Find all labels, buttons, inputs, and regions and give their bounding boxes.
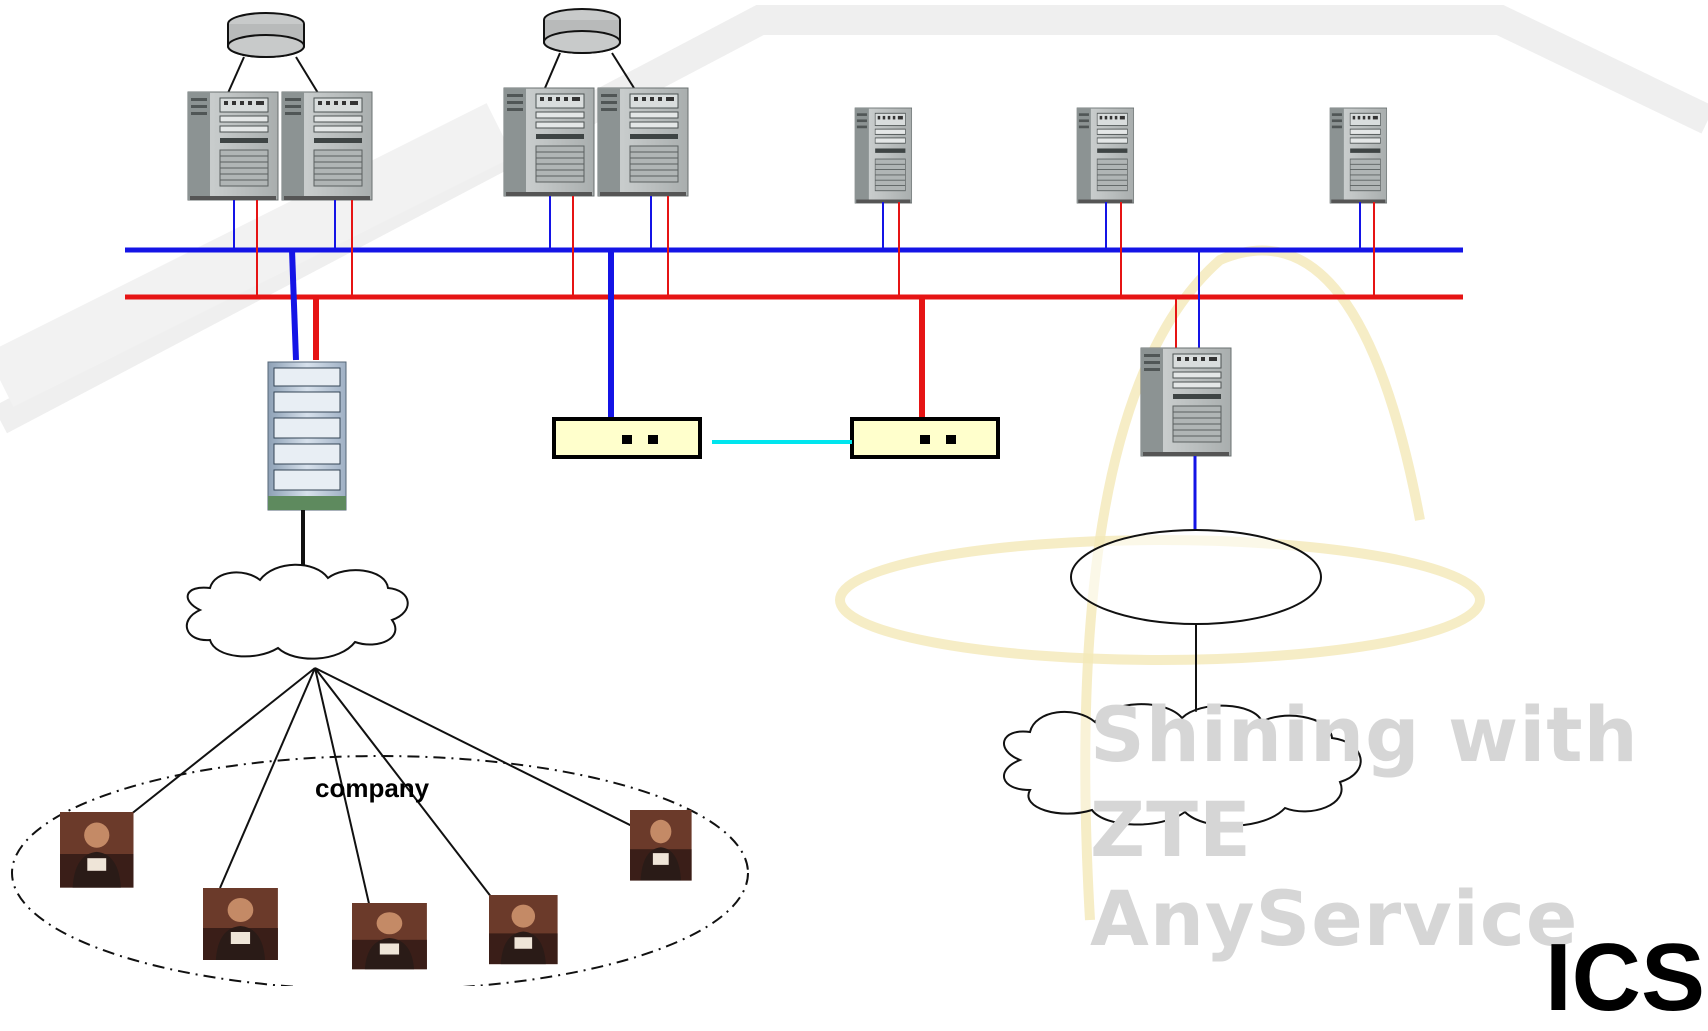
server-tower-icon [503,87,595,197]
disk-link [544,52,561,89]
cloud-icon [1003,703,1362,827]
person-photo-icon [352,903,427,970]
user-links [129,667,641,909]
disk-link [611,52,635,89]
server-drop-lines [233,196,1375,297]
disk-array-icon [227,12,305,58]
server-tower-icon [854,107,913,204]
cloud-icon [185,563,409,660]
router-icon [850,417,1000,459]
disk-array-icon [543,8,621,54]
network-diagram [0,4,1708,986]
person-photo-icon [203,888,278,960]
person-photo-icon [60,812,134,888]
corner-brand-fragment: ICS [1545,924,1706,1031]
watermark-line-2: ZTE AnyService [1090,785,1579,963]
disk-link [295,56,319,94]
background-decoration [0,4,1708,921]
server-tower-icon [1076,107,1135,204]
server-tower-icon [281,91,373,201]
disk-link [227,56,245,94]
network-ellipse [1070,529,1322,625]
server-tower-icon [187,91,279,201]
company-boundary [11,755,749,986]
person-photo-icon [489,895,558,965]
person-photo-icon [630,810,692,881]
company-label: company [315,773,430,803]
server-tower-icon [597,87,689,197]
router-icon [552,417,702,459]
rack-cabinet-icon [267,361,347,511]
server-tower-icon [1329,107,1388,204]
server-tower-icon [1140,347,1232,457]
watermark-line-1: Shining with [1090,690,1639,779]
rack-blue-link [289,249,299,361]
